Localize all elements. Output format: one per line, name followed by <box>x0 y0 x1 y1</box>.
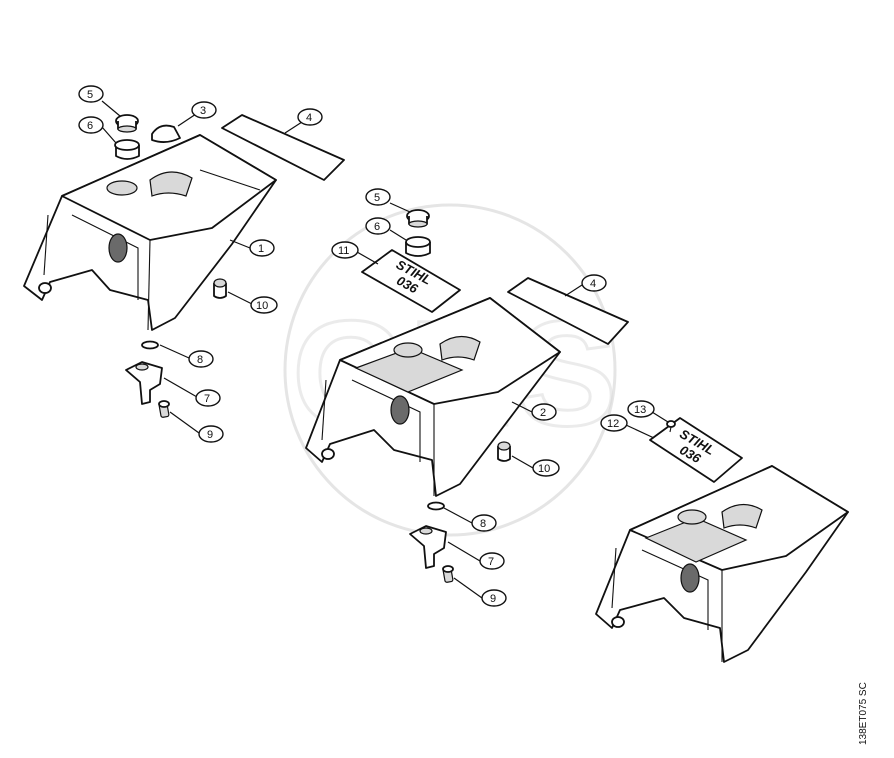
screw-part-9b[interactable] <box>442 565 454 583</box>
shroud-assembly-c: STIHL 036 13 12 <box>595 400 849 663</box>
callout-a-4: 4 <box>297 108 323 126</box>
bushing-part-10[interactable] <box>213 278 227 299</box>
svg-text:4: 4 <box>306 112 312 124</box>
svg-text:8: 8 <box>197 354 203 366</box>
callout-b-11: 11 <box>331 241 359 259</box>
svg-text:11: 11 <box>338 245 349 257</box>
nameplate-part-11[interactable]: STIHL 036 <box>361 249 461 313</box>
svg-text:9: 9 <box>490 593 496 605</box>
callout-b-6: 6 <box>365 217 391 235</box>
callout-b-7: 7 <box>479 552 505 570</box>
shroud-part-1[interactable] <box>23 134 277 331</box>
bracket-part-7[interactable] <box>125 361 163 405</box>
callout-b-9: 9 <box>481 589 507 607</box>
svg-text:9: 9 <box>207 429 213 441</box>
svg-text:1: 1 <box>258 243 264 255</box>
oring-part-8[interactable] <box>141 340 159 350</box>
svg-text:10: 10 <box>256 300 268 312</box>
callout-b-8: 8 <box>471 514 497 532</box>
callout-a-7: 7 <box>195 389 221 407</box>
strip-part-4[interactable] <box>221 114 345 181</box>
svg-text:6: 6 <box>87 120 93 132</box>
bushing-part-10b[interactable] <box>497 441 511 462</box>
svg-text:13: 13 <box>634 404 646 416</box>
svg-text:5: 5 <box>374 192 380 204</box>
callout-b-2: 2 <box>531 403 557 421</box>
strip-part-4b[interactable] <box>507 277 629 345</box>
shroud-part-c[interactable] <box>595 465 849 663</box>
callout-a-10: 10 <box>250 296 278 314</box>
drawing-code-label: 138ET075 SC <box>858 682 869 745</box>
callout-a-6: 6 <box>78 116 104 134</box>
svg-text:7: 7 <box>204 393 210 405</box>
svg-text:2: 2 <box>540 407 546 419</box>
svg-text:3: 3 <box>200 105 206 117</box>
grommet-part-6[interactable] <box>114 139 140 160</box>
callout-b-10: 10 <box>532 459 560 477</box>
svg-text:6: 6 <box>374 221 380 233</box>
screw-part-9[interactable] <box>158 400 170 418</box>
callout-a-8: 8 <box>188 350 214 368</box>
callout-a-3: 3 <box>191 101 217 119</box>
svg-text:10: 10 <box>538 463 550 475</box>
shroud-assembly-a: 5 6 3 4 1 10 8 7 9 <box>23 85 345 443</box>
callout-b-4: 4 <box>581 274 607 292</box>
screw-part-13[interactable] <box>666 420 676 433</box>
plug-part-5b[interactable] <box>406 209 430 228</box>
svg-text:5: 5 <box>87 89 93 101</box>
svg-text:8: 8 <box>480 518 486 530</box>
cover-part-3[interactable] <box>151 124 181 143</box>
nameplate-part-12[interactable]: STIHL 036 <box>649 417 743 483</box>
callout-c-12: 12 <box>600 414 628 432</box>
callout-c-13: 13 <box>627 400 655 418</box>
svg-text:7: 7 <box>488 556 494 568</box>
svg-text:4: 4 <box>590 278 596 290</box>
grommet-part-6b[interactable] <box>405 236 431 257</box>
oring-part-8b[interactable] <box>427 501 445 511</box>
callout-b-5: 5 <box>365 188 391 206</box>
shroud-assembly-b: STIHL 036 5 6 11 4 <box>305 188 629 607</box>
callout-a-1: 1 <box>249 239 275 257</box>
callout-a-9: 9 <box>198 425 224 443</box>
svg-text:12: 12 <box>607 418 619 430</box>
shroud-part-2[interactable] <box>305 297 561 497</box>
plug-part-5[interactable] <box>115 114 139 133</box>
callout-a-5: 5 <box>78 85 104 103</box>
bracket-part-7b[interactable] <box>409 525 447 569</box>
